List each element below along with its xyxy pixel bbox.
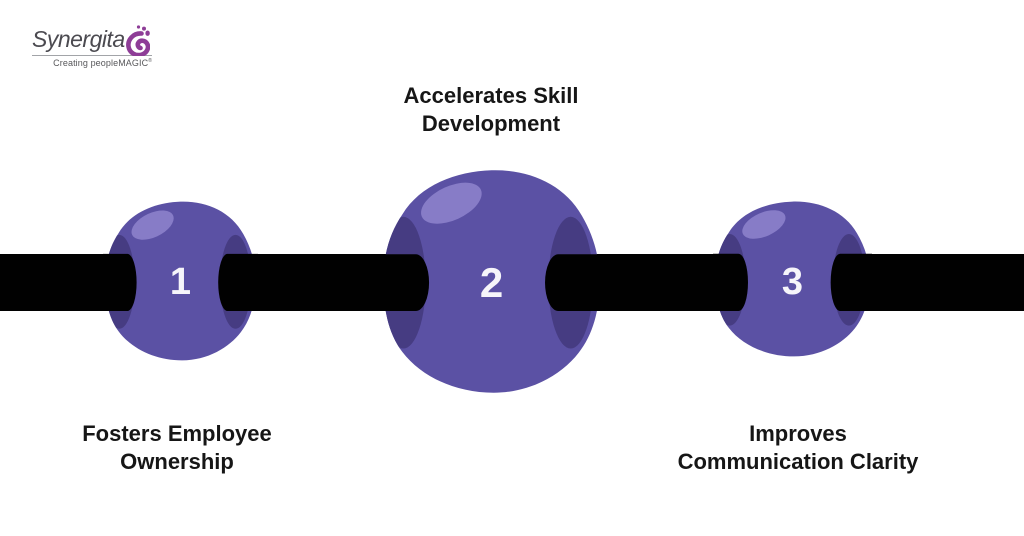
bead-1 <box>103 200 258 362</box>
bar-over-hole-left <box>380 254 430 312</box>
bar-over-hole-left <box>103 253 137 311</box>
logo-row: Synergita <box>32 24 152 56</box>
step-label-1: Fosters Employee Ownership <box>17 420 337 476</box>
swirl-dot-medium <box>141 26 146 31</box>
bead-highlight <box>742 210 786 239</box>
swirl-stroke <box>125 31 150 56</box>
synergita-swirl-icon <box>125 25 150 56</box>
logo-tagline: Creating peopleMAGIC® <box>32 58 152 68</box>
bar-over-hole-right <box>830 253 872 311</box>
bead-body <box>715 201 870 357</box>
step-number-2: 2 <box>479 258 504 306</box>
step-label-2-line1: Accelerates Skill <box>403 83 579 108</box>
bar-over-hole-right <box>545 254 603 312</box>
tagline-text: Creating peopleMAGIC <box>53 58 149 68</box>
tagline-mark: ® <box>148 58 152 64</box>
bead-2 <box>380 168 603 395</box>
swirl-dot-large <box>145 30 150 36</box>
step-label-1-line2: Ownership <box>120 449 234 474</box>
step-number-3: 3 <box>781 261 804 303</box>
step-number-1: 1 <box>169 261 192 303</box>
bead-highlight <box>131 210 174 240</box>
step-label-1-line1: Fosters Employee <box>82 421 272 446</box>
brand-name: Synergita <box>32 26 125 52</box>
step-label-2: Accelerates Skill Development <box>331 82 651 138</box>
swirl-dot-small <box>136 25 140 29</box>
bar-over-hole-right <box>218 253 258 311</box>
logo-divider <box>32 55 152 56</box>
bead-3 <box>713 200 872 358</box>
step-label-3: Improves Communication Clarity <box>638 420 958 476</box>
bead-highlight <box>421 182 482 224</box>
bead-body <box>105 201 256 361</box>
step-label-3-line2: Communication Clarity <box>677 449 919 474</box>
bead-body <box>383 170 600 393</box>
step-label-2-line2: Development <box>421 111 561 136</box>
bar-over-hole-left <box>713 253 748 311</box>
step-label-3-line1: Improves <box>749 421 847 446</box>
synergita-logo: Synergita Creating peopleMAGIC® <box>32 24 152 68</box>
